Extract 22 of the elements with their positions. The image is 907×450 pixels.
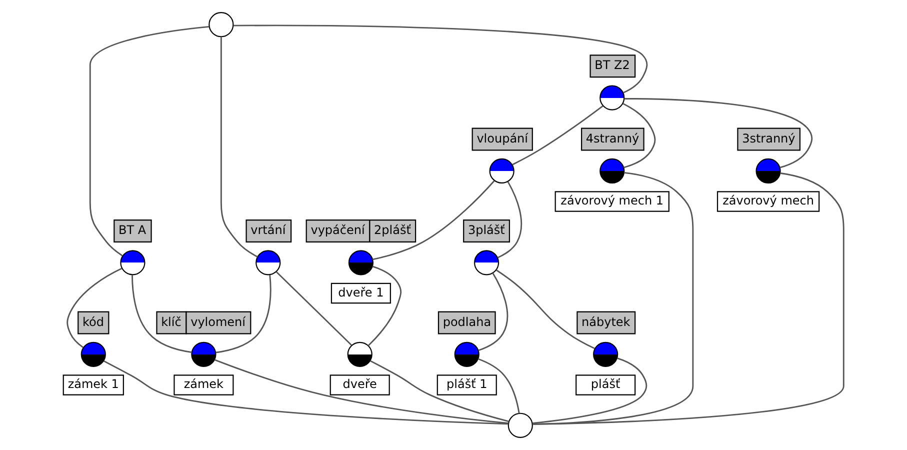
node-label: vypáčení (310, 223, 365, 238)
node-label: nábytek (582, 314, 630, 329)
node-label: klíč (161, 314, 182, 329)
node-label: vloupání (476, 131, 528, 146)
node-label: 3stranný (742, 131, 796, 146)
node-label: plášť 1 (446, 377, 488, 392)
node-label: kód (82, 314, 104, 329)
node-label: dveře 1 (338, 285, 384, 300)
node-label: 3plášť (468, 223, 505, 238)
node-label: závorový mech 1 (560, 194, 664, 208)
node-label: vylomení (190, 314, 246, 329)
node-label: vrtání (250, 223, 286, 238)
node-label: plášť (590, 377, 620, 392)
node-label: zámek 1 (68, 377, 119, 392)
node-label: 4stranný (586, 131, 640, 146)
node-label: zámek (184, 377, 224, 392)
node-label: BT Z2 (594, 58, 630, 72)
node-label: BT A (118, 223, 146, 238)
node-label: závorový mech (722, 194, 814, 208)
node-label: dveře (342, 377, 377, 392)
node-label: podlaha (442, 314, 492, 329)
node-label: 2plášť (374, 223, 411, 238)
